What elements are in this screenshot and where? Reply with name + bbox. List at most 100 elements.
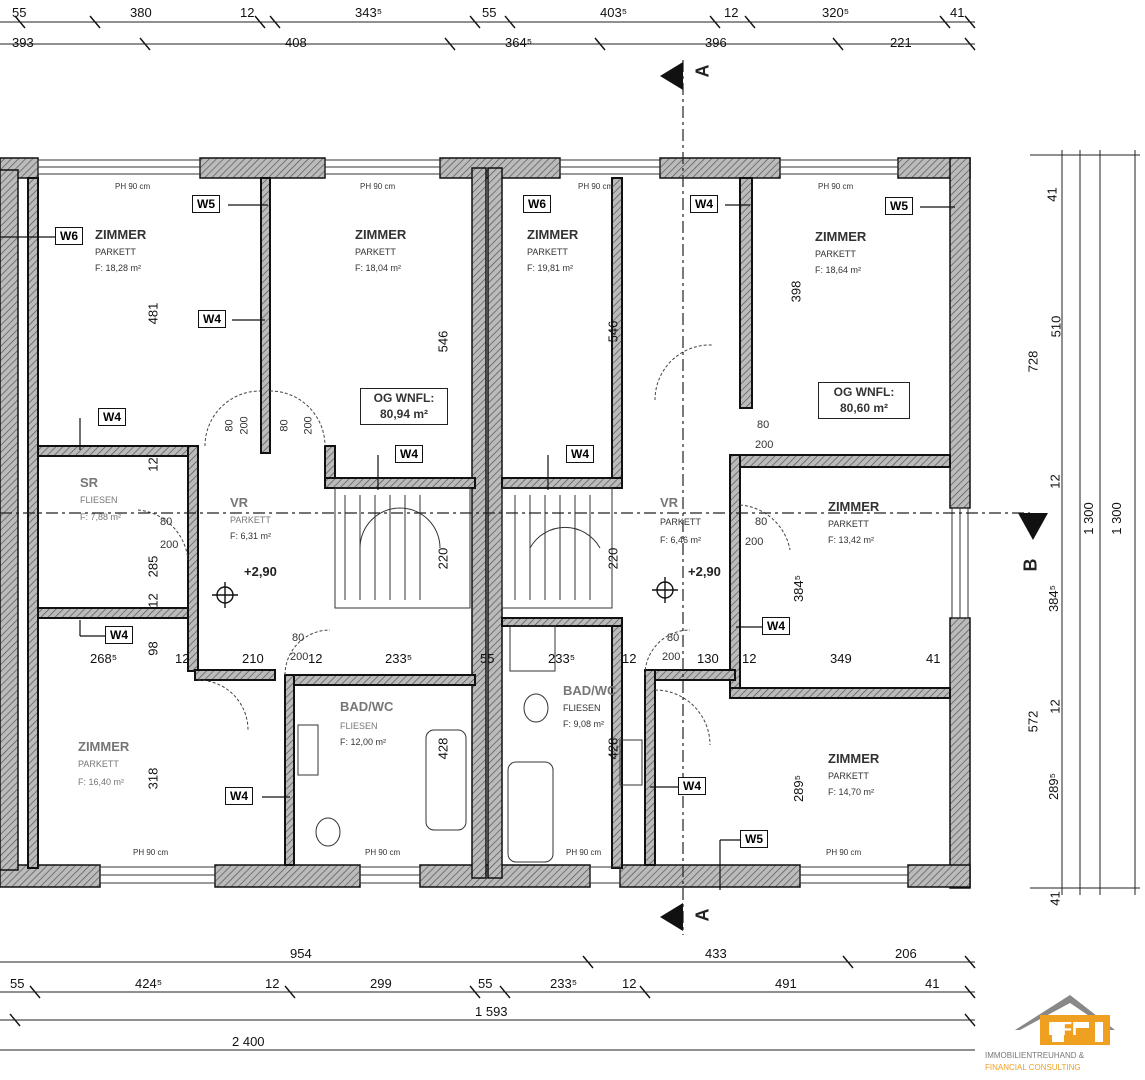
dim-ticks — [9, 15, 976, 1027]
bottom-dim-1-0: 954 — [290, 946, 312, 961]
tag-w4-d: W4 — [395, 445, 423, 463]
room-vr2-floor: PARKETT — [660, 517, 701, 527]
room-r5-floor: PARKETT — [828, 519, 869, 529]
top-dim-2-0: 393 — [12, 35, 34, 50]
top-dim-1-8: 41 — [950, 5, 965, 20]
elevation-right: +2,90 — [688, 564, 721, 579]
inner-dim-12d: 12 — [308, 651, 323, 666]
section-arrows — [660, 62, 1048, 931]
elevation-left: +2,90 — [244, 564, 277, 579]
tag-w4-e: W4 — [225, 787, 253, 805]
inner-dim-12a: 12 — [145, 457, 161, 472]
inner-dim-220b: 220 — [605, 547, 621, 570]
room-r2-title: ZIMMER — [355, 227, 407, 242]
inner-dim-349: 349 — [830, 651, 852, 666]
tag-w5-right: W5 — [885, 197, 913, 215]
ph-label-3: PH 90 cm — [578, 182, 614, 191]
inner-dim-55: 55 — [480, 651, 495, 666]
room-r3-floor: PARKETT — [527, 247, 568, 257]
logo-line2: FINANCIAL CONSULTING — [985, 1063, 1081, 1072]
room-r6-floor: PARKETT — [78, 759, 119, 769]
right-dim-9: 289⁵ — [1046, 772, 1062, 801]
room-r3-area: F: 19,81 m² — [527, 263, 574, 273]
inner-dim-220a: 220 — [435, 547, 451, 570]
wnfl-left-box: OG WNFL: 80,94 m² — [360, 388, 448, 426]
bottom-dim-2-0: 55 — [10, 976, 25, 991]
top-dim-2-3: 396 — [705, 35, 727, 50]
wnfl-left-line1: OG WNFL: — [373, 391, 435, 405]
inner-dim-398: 398 — [788, 280, 804, 303]
section-marker-a-top: A — [692, 64, 713, 78]
bottom-dim-4-0: 2 400 — [232, 1034, 265, 1049]
top-dim-2-4: 221 — [890, 35, 912, 50]
tag-w4-f: W4 — [566, 445, 594, 463]
door-80-g: 80 — [667, 632, 680, 644]
right-dim-0: 41 — [1044, 187, 1060, 202]
inner-dim-233a: 233⁵ — [385, 651, 413, 666]
room-bad1-area: F: 12,00 m² — [340, 737, 387, 747]
windows — [37, 159, 969, 884]
room-r2-area: F: 18,04 m² — [355, 263, 402, 273]
top-dim-1-4: 55 — [482, 5, 497, 20]
room-vr2-area: F: 6,46 m² — [660, 535, 702, 545]
room-vr1-floor: PARKETT — [230, 515, 271, 525]
room-sr-area: F: 7,88 m² — [80, 512, 122, 522]
room-r5-title: ZIMMER — [828, 499, 880, 514]
tag-w4-b: W4 — [98, 408, 126, 426]
inner-dim-318: 318 — [145, 767, 161, 790]
door-80-b: 80 — [278, 419, 291, 432]
top-dim-2-2: 364⁵ — [505, 35, 533, 50]
room-r7-title: ZIMMER — [828, 751, 880, 766]
inner-dim-481: 481 — [145, 302, 161, 325]
ph-label-6: PH 90 cm — [365, 848, 401, 857]
tag-w6-mid: W6 — [523, 195, 551, 213]
top-dim-1-3: 343⁵ — [355, 5, 383, 20]
company-logo — [1015, 995, 1115, 1045]
sanitary-fixtures — [297, 625, 643, 863]
room-r5-area: F: 13,42 m² — [828, 535, 875, 545]
inner-dim-428a: 428 — [435, 737, 451, 760]
tag-leaders — [0, 204, 955, 890]
bottom-dim-2-5: 233⁵ — [550, 976, 578, 991]
right-dim-10: 41 — [1047, 891, 1063, 906]
tag-w4-a: W4 — [198, 310, 226, 328]
inner-dim-428b: 428 — [605, 737, 621, 760]
room-r3-title: ZIMMER — [527, 227, 579, 242]
inner-dim-285: 285 — [145, 555, 161, 578]
inner-dim-12c: 12 — [175, 651, 190, 666]
room-r1-floor: PARKETT — [95, 247, 136, 257]
bottom-dim-1-1: 433 — [705, 946, 727, 961]
right-dim-1: 510 — [1048, 315, 1064, 338]
top-dim-1-1: 380 — [130, 5, 152, 20]
room-r7-floor: PARKETT — [828, 771, 869, 781]
room-bad2-title: BAD/WC — [563, 683, 617, 698]
right-dim-6: 384⁵ — [1046, 584, 1062, 613]
inner-dim-384: 384⁵ — [791, 574, 807, 603]
door-80-f: 80 — [757, 419, 770, 431]
bottom-dim-2-6: 12 — [622, 976, 637, 991]
room-sr-floor: FLIESEN — [80, 495, 118, 505]
right-dim-5: 1 300 — [1108, 502, 1124, 535]
right-dim-8: 12 — [1047, 699, 1063, 714]
ph-label-8: PH 90 cm — [826, 848, 862, 857]
door-200-g: 200 — [662, 651, 681, 663]
bottom-dim-2-2: 12 — [265, 976, 280, 991]
bottom-dim-2-7: 491 — [775, 976, 797, 991]
door-80-e: 80 — [755, 516, 768, 528]
tag-w4-g: W4 — [690, 195, 718, 213]
inner-dim-289: 289⁵ — [791, 774, 807, 803]
door-80-d: 80 — [292, 632, 305, 644]
room-bad1-title: BAD/WC — [340, 699, 394, 714]
door-200-e: 200 — [745, 536, 764, 548]
top-dim-1-0: 55 — [12, 5, 27, 20]
wnfl-right-box: OG WNFL: 80,60 m² — [818, 382, 910, 420]
room-r7-area: F: 14,70 m² — [828, 787, 875, 797]
inner-dim-233b: 233⁵ — [548, 651, 576, 666]
room-r4-title: ZIMMER — [815, 229, 867, 244]
bottom-dim-2-1: 424⁵ — [135, 976, 163, 991]
logo-text: DFI — [1048, 1019, 1077, 1039]
tag-w5-left: W5 — [192, 195, 220, 213]
room-r1-title: ZIMMER — [95, 227, 147, 242]
bottom-dim-2-8: 41 — [925, 976, 940, 991]
right-dim-4: 1 300 — [1080, 502, 1096, 535]
